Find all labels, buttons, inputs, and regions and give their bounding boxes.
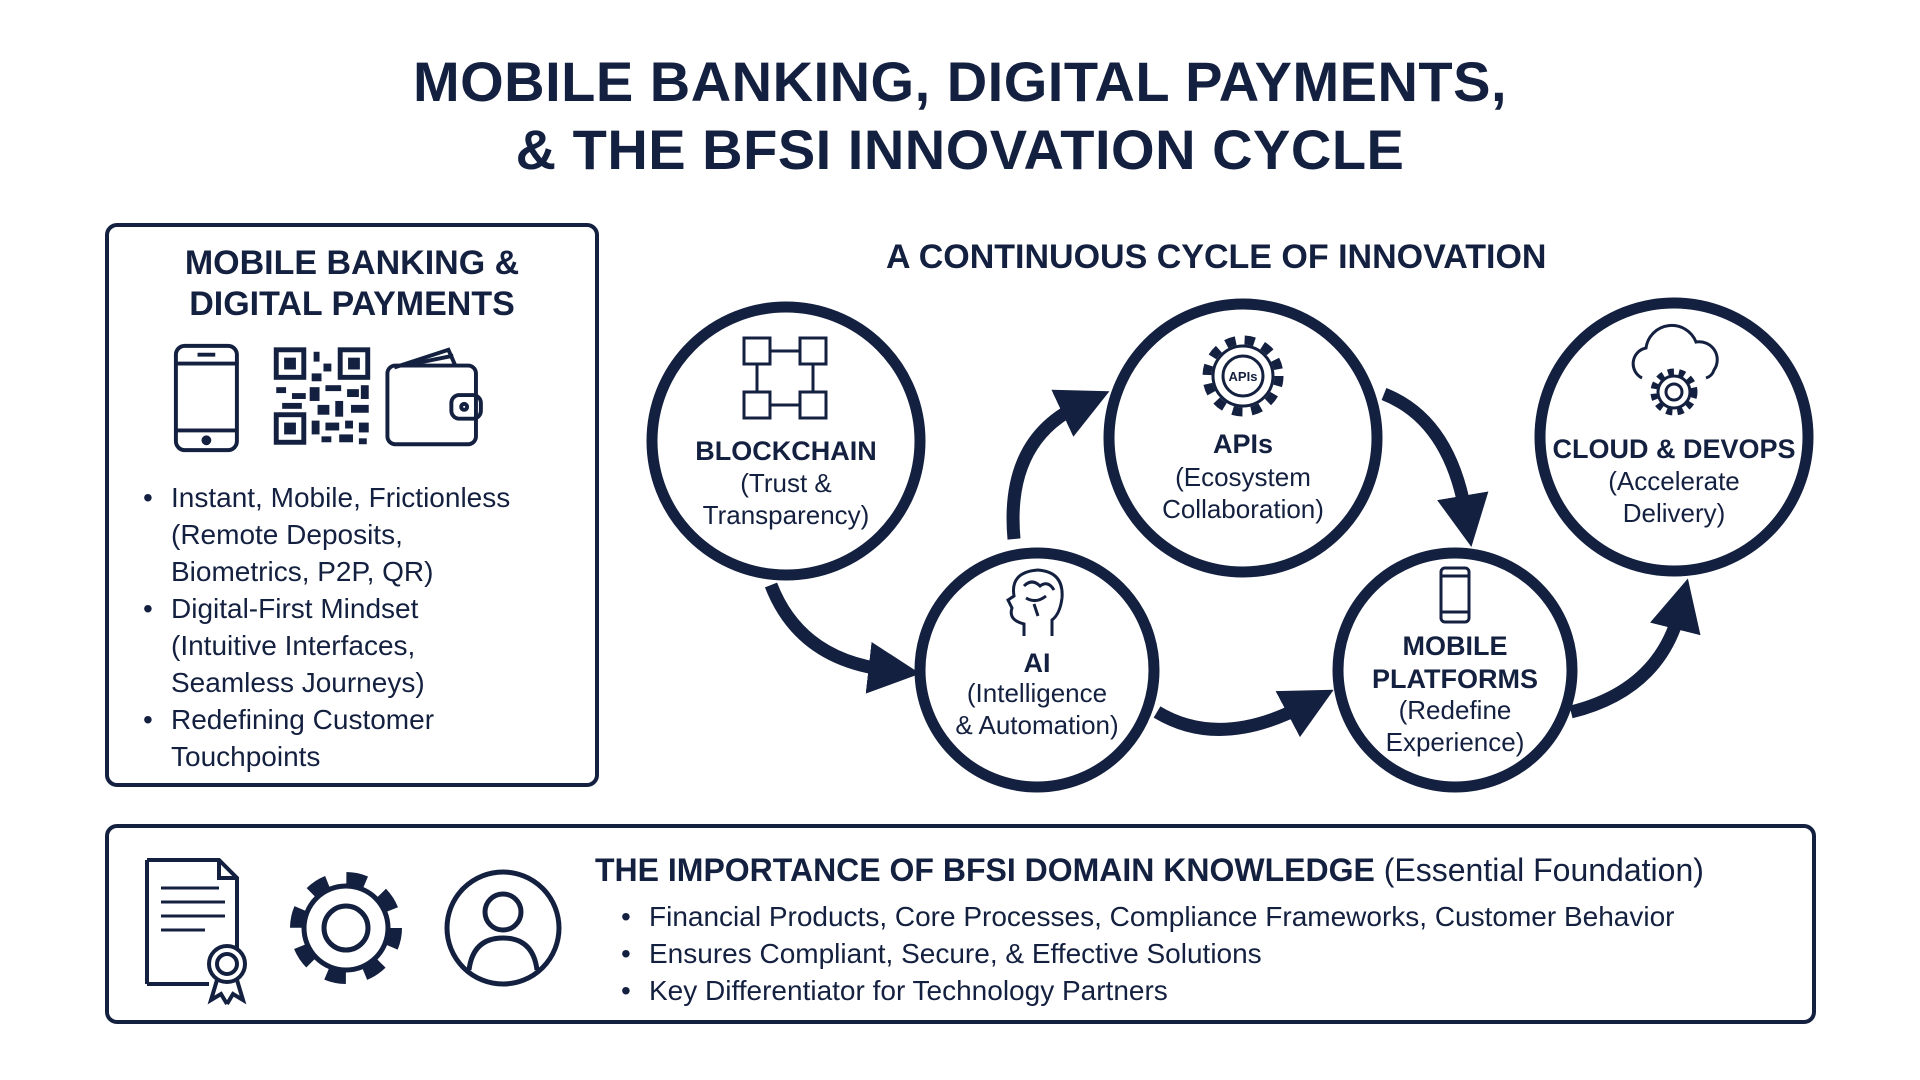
domain-knowledge-panel: THE IMPORTANCE OF BFSI DOMAIN KNOWLEDGE …	[105, 824, 1816, 1024]
svg-text:PLATFORMS: PLATFORMS	[1372, 664, 1538, 694]
svg-text:& Automation): & Automation)	[955, 710, 1118, 740]
svg-text:APIs: APIs	[1213, 429, 1273, 459]
list-item: Ensures Compliant, Secure, & Effective S…	[619, 935, 1675, 972]
list-item: Key Differentiator for Technology Partne…	[619, 972, 1675, 1009]
svg-text:(Trust &: (Trust &	[740, 468, 831, 498]
blockchain-icon	[742, 336, 828, 420]
list-item: Digital-First Mindset (Intuitive Interfa…	[139, 590, 589, 701]
cycle-heading: A CONTINUOUS CYCLE OF INNOVATION	[886, 238, 1547, 276]
cycle-node-apis: APIs APIs (Ecosystem Collaboration)	[1103, 298, 1383, 578]
cycle-node-mobile-platforms: MOBILE PLATFORMS (Redefine Experience)	[1332, 547, 1578, 793]
svg-text:(Redefine: (Redefine	[1399, 695, 1512, 725]
svg-text:(Intelligence: (Intelligence	[967, 678, 1107, 708]
panel-icons	[145, 858, 562, 1006]
svg-text:(Ecosystem: (Ecosystem	[1175, 462, 1311, 492]
arrow-ai-to-apis	[1006, 389, 1110, 540]
page-title: MOBILE BANKING, DIGITAL PAYMENTS, & THE …	[412, 50, 1508, 181]
certificate-document-icon	[145, 858, 247, 1006]
svg-text:APIs: APIs	[1229, 369, 1258, 384]
user-icon	[444, 869, 562, 987]
cloud-gear-icon	[1631, 323, 1719, 416]
arrow-mobile-to-cloud	[1569, 578, 1701, 719]
svg-text:(Accelerate: (Accelerate	[1608, 466, 1740, 496]
svg-text:MOBILE: MOBILE	[1403, 631, 1508, 661]
smartphone-icon	[1439, 566, 1471, 624]
svg-text:Transparency): Transparency)	[703, 500, 870, 530]
list-item: Redefining Customer Touchpoints	[139, 701, 589, 775]
cycle-node-cloud-devops: CLOUD & DEVOPS (Accelerate Delivery)	[1534, 297, 1814, 577]
svg-text:Experience): Experience)	[1386, 727, 1525, 757]
wallet-icon	[385, 347, 483, 447]
svg-text:BLOCKCHAIN: BLOCKCHAIN	[695, 436, 877, 466]
svg-text:Delivery): Delivery)	[1623, 498, 1726, 528]
list-item: Financial Products, Core Processes, Comp…	[619, 898, 1675, 935]
mobile-banking-panel: MOBILE BANKING & DIGITAL PAYMENTS	[105, 223, 599, 787]
svg-text:CLOUD & DEVOPS: CLOUD & DEVOPS	[1552, 434, 1795, 464]
cycle-node-blockchain: BLOCKCHAIN (Trust & Transparency)	[646, 301, 926, 581]
arrow-blockchain-to-ai	[764, 582, 921, 694]
list-item: Instant, Mobile, Frictionless (Remote De…	[139, 479, 589, 590]
qr-code-icon	[273, 347, 371, 445]
feature-list: Instant, Mobile, Frictionless (Remote De…	[139, 479, 589, 775]
panel-heading: MOBILE BANKING & DIGITAL PAYMENTS	[184, 244, 520, 323]
svg-text:Collaboration): Collaboration)	[1162, 494, 1324, 524]
cycle-node-ai: AI (Intelligence & Automation)	[914, 547, 1160, 793]
gear-icon	[290, 872, 402, 984]
arrow-ai-to-mobile	[1153, 689, 1334, 738]
svg-text:AI: AI	[1024, 648, 1051, 678]
smartphone-icon	[173, 343, 239, 453]
brain-head-icon	[1006, 568, 1064, 636]
domain-knowledge-list: Financial Products, Core Processes, Comp…	[619, 898, 1675, 1009]
panel-icons	[173, 343, 483, 453]
arrow-apis-to-mobile	[1381, 387, 1489, 548]
api-gear-icon: APIs	[1202, 335, 1284, 417]
domain-knowledge-heading: THE IMPORTANCE OF BFSI DOMAIN KNOWLEDGE …	[595, 852, 1704, 888]
